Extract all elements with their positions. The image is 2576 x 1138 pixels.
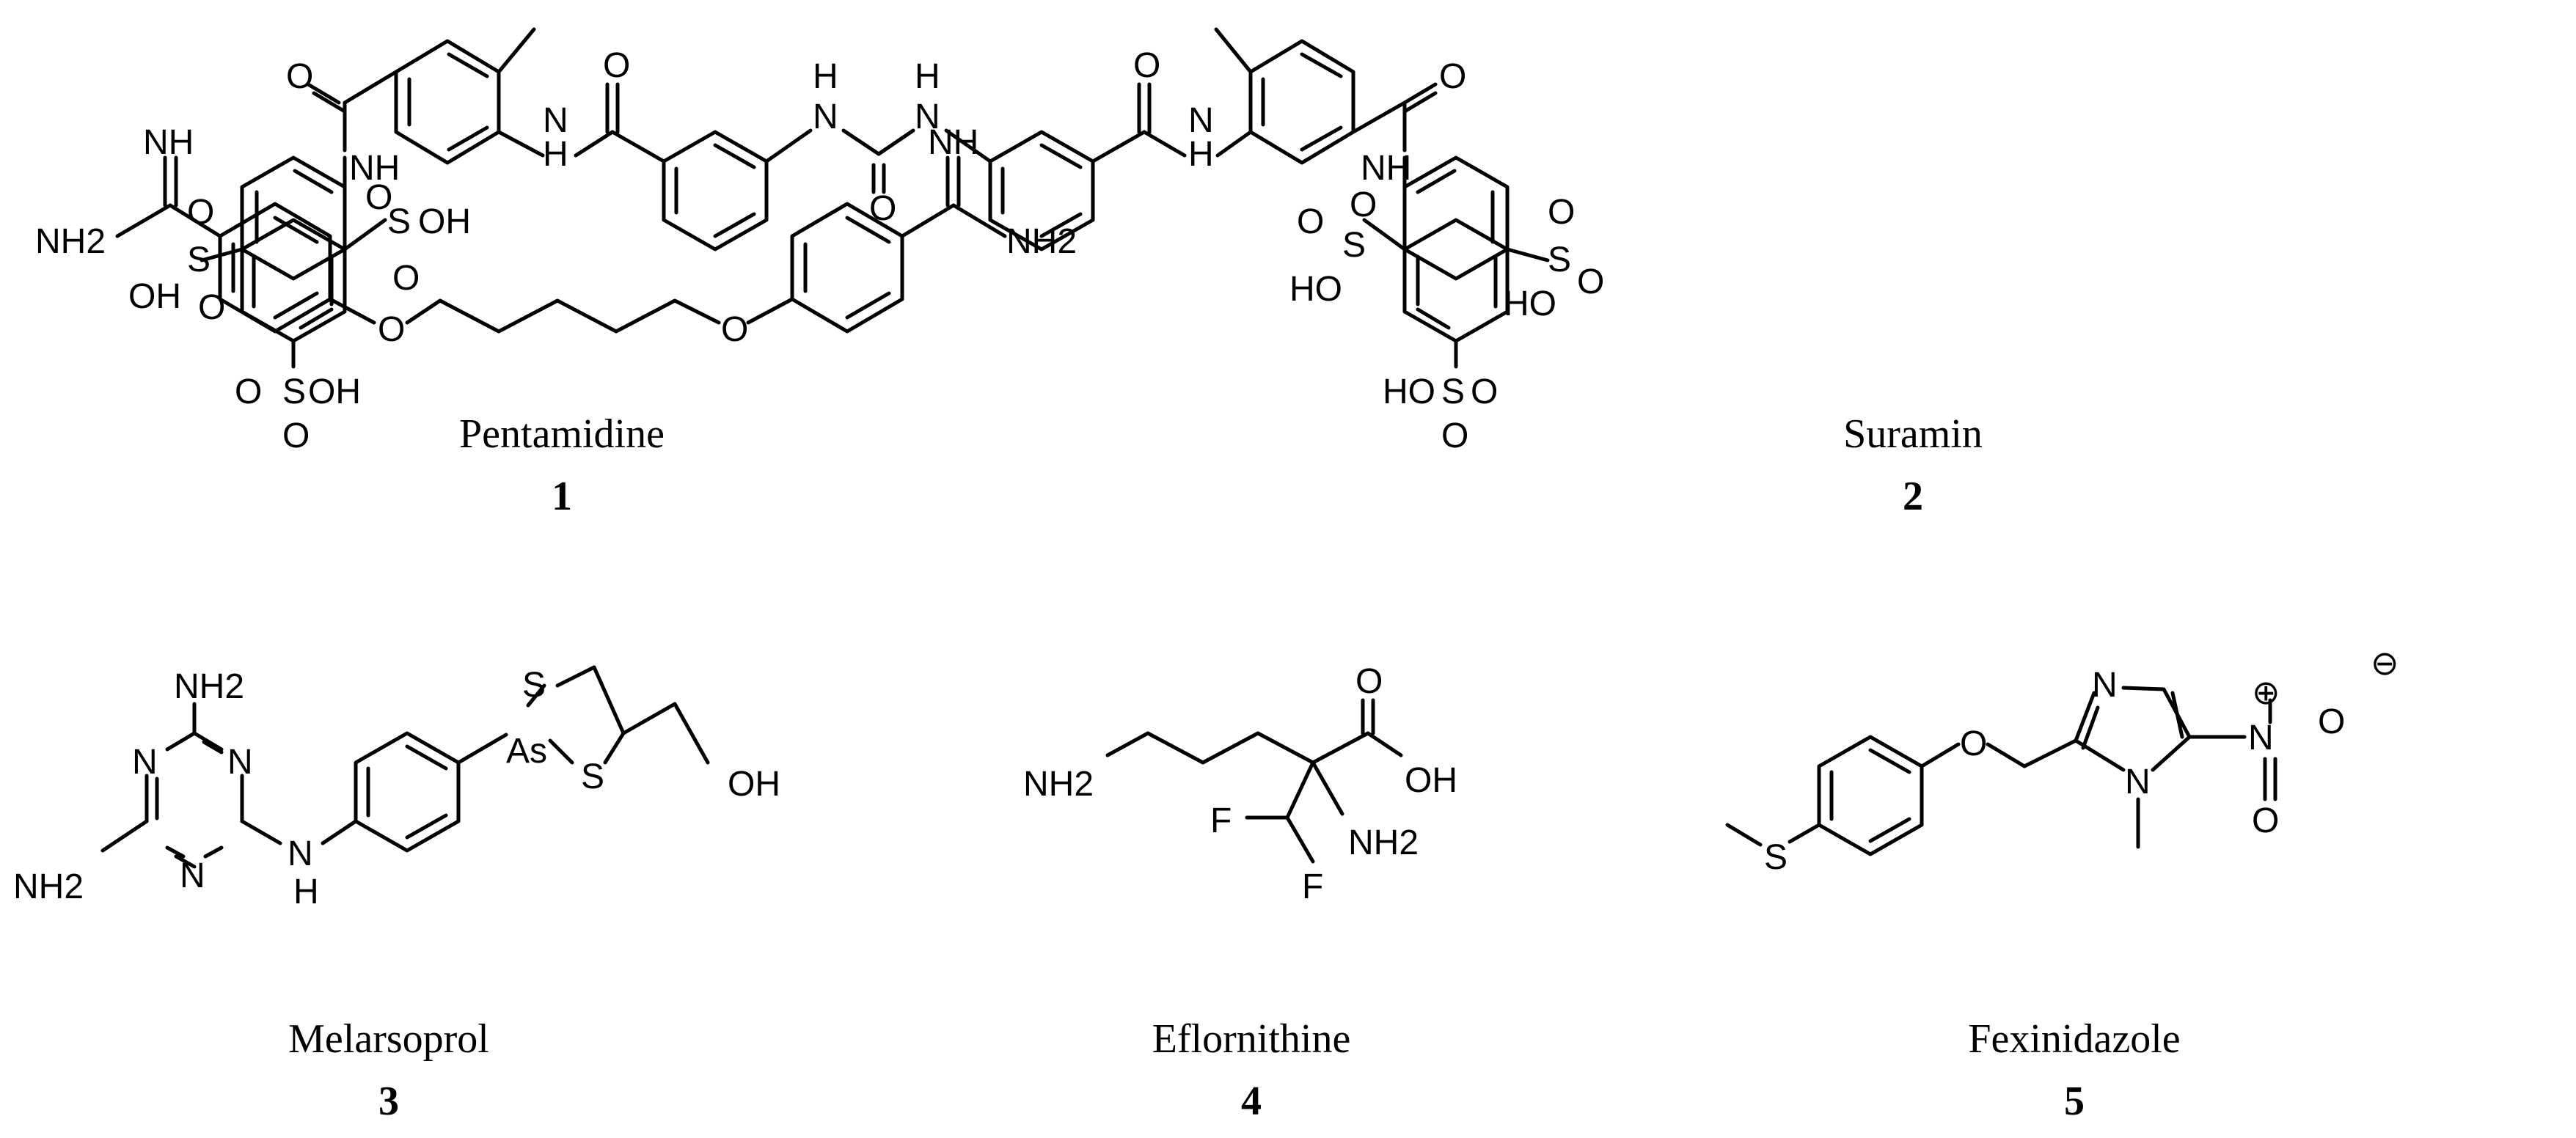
- compound-number: 3: [378, 1079, 399, 1124]
- atom-label-o: O: [198, 288, 225, 327]
- atom-label-o: O: [1441, 416, 1468, 455]
- atom-label-s: S: [387, 202, 411, 241]
- atom-label-ho: HO: [1504, 284, 1556, 323]
- atom-label-n: N: [2248, 719, 2274, 757]
- atom-label-o: O: [1960, 724, 1987, 763]
- atom-label-o: O: [282, 416, 310, 455]
- atom-label-s: S: [581, 757, 604, 796]
- atom-label-o: O: [1355, 662, 1383, 701]
- compound-name: Suramin: [1843, 411, 1983, 457]
- suramin-structure: [200, 27, 1550, 369]
- atom-label-o: O: [1297, 202, 1324, 241]
- atom-label-o: O: [2252, 801, 2279, 840]
- atom-label-nh: NH: [349, 149, 400, 188]
- atom-label-o: O: [1471, 372, 1498, 411]
- atom-label-s: S: [1548, 241, 1571, 279]
- atom-label-n: N: [543, 101, 568, 140]
- atom-label-nh2: NH2: [35, 222, 106, 261]
- atom-label-o: O: [187, 193, 214, 232]
- atom-label-nh: NH: [143, 123, 194, 162]
- atom-label-s: S: [187, 241, 211, 279]
- atom-label-o: O: [286, 57, 313, 96]
- atom-label-h: H: [1188, 135, 1214, 174]
- atom-label-n: N: [180, 856, 205, 895]
- atom-label-oh: OH: [128, 277, 181, 316]
- eflornithine-structure: [1105, 698, 1403, 864]
- atom-label-s: S: [1764, 838, 1788, 877]
- atom-label-o: O: [1577, 263, 1604, 301]
- melarsoprol-structure: [100, 665, 710, 869]
- atom-label-o: O: [365, 178, 392, 217]
- atom-label-as: As: [506, 732, 547, 771]
- atom-label-nh: NH: [1361, 149, 1411, 188]
- atom-label-n: N: [1188, 101, 1214, 140]
- atom-label-s: S: [1342, 226, 1366, 265]
- atom-label-o: O: [2318, 702, 2345, 741]
- atom-label-nh2: NH2: [174, 667, 244, 706]
- compound-name: Melarsoprol: [288, 1016, 489, 1062]
- atom-label-n: N: [813, 98, 838, 136]
- atom-label-n: N: [2092, 666, 2118, 705]
- atom-label-o: O: [1350, 186, 1377, 224]
- atom-label-n: N: [2125, 763, 2151, 801]
- atom-label-oh: OH: [308, 372, 361, 411]
- atom-label-nh2: NH2: [1348, 823, 1419, 862]
- atom-label-s: S: [282, 372, 306, 411]
- atom-label-f: F: [1302, 867, 1323, 906]
- atom-label-ho: HO: [1289, 270, 1342, 309]
- compound-name: Eflornithine: [1152, 1016, 1351, 1062]
- atom-label-o: O: [392, 259, 420, 298]
- atom-label-nh: NH: [928, 123, 978, 162]
- atom-label-n: N: [288, 834, 313, 873]
- atom-label-o: O: [1548, 193, 1575, 232]
- compound-number: 2: [1903, 474, 1923, 519]
- fexinidazole-structure: [1725, 686, 2277, 856]
- compound-name: Fexinidazole: [1968, 1016, 2181, 1062]
- atom-label-nh2: NH2: [1023, 765, 1094, 804]
- atom-label-f: F: [1210, 801, 1232, 840]
- atom-label-oh: OH: [418, 202, 471, 241]
- atom-label-o: O: [378, 310, 405, 349]
- atom-label-h: H: [813, 57, 838, 96]
- atom-label-n: N: [132, 743, 158, 782]
- atom-label-o: O: [235, 372, 262, 411]
- atom-label-n: N: [227, 743, 253, 782]
- plus-charge-icon: ⊕: [2252, 673, 2280, 711]
- atom-label-ho: HO: [1383, 372, 1435, 411]
- atom-label-o: O: [869, 189, 896, 228]
- atom-label-o: O: [721, 310, 748, 349]
- atom-label-nh2: NH2: [13, 867, 84, 906]
- atom-label-o: O: [1439, 57, 1466, 96]
- atom-label-h: H: [543, 135, 568, 174]
- atom-label-o: O: [1133, 46, 1160, 85]
- atom-label-n: N: [915, 98, 940, 136]
- compound-number: 5: [2064, 1079, 2085, 1124]
- minus-charge-icon: ⊖: [2371, 644, 2399, 682]
- compound-number: 4: [1241, 1079, 1262, 1124]
- atom-label-oh: OH: [728, 765, 780, 804]
- atom-label-o: O: [603, 46, 630, 85]
- compound-number: 1: [552, 474, 572, 519]
- atom-label-s: S: [1441, 372, 1465, 411]
- atom-label-oh: OH: [1405, 761, 1457, 800]
- compound-name: Pentamidine: [459, 411, 665, 457]
- atom-label-h: H: [915, 57, 940, 96]
- atom-label-nh2: NH2: [1006, 222, 1077, 261]
- atom-label-s: S: [522, 666, 546, 705]
- atom-label-h: H: [293, 873, 319, 911]
